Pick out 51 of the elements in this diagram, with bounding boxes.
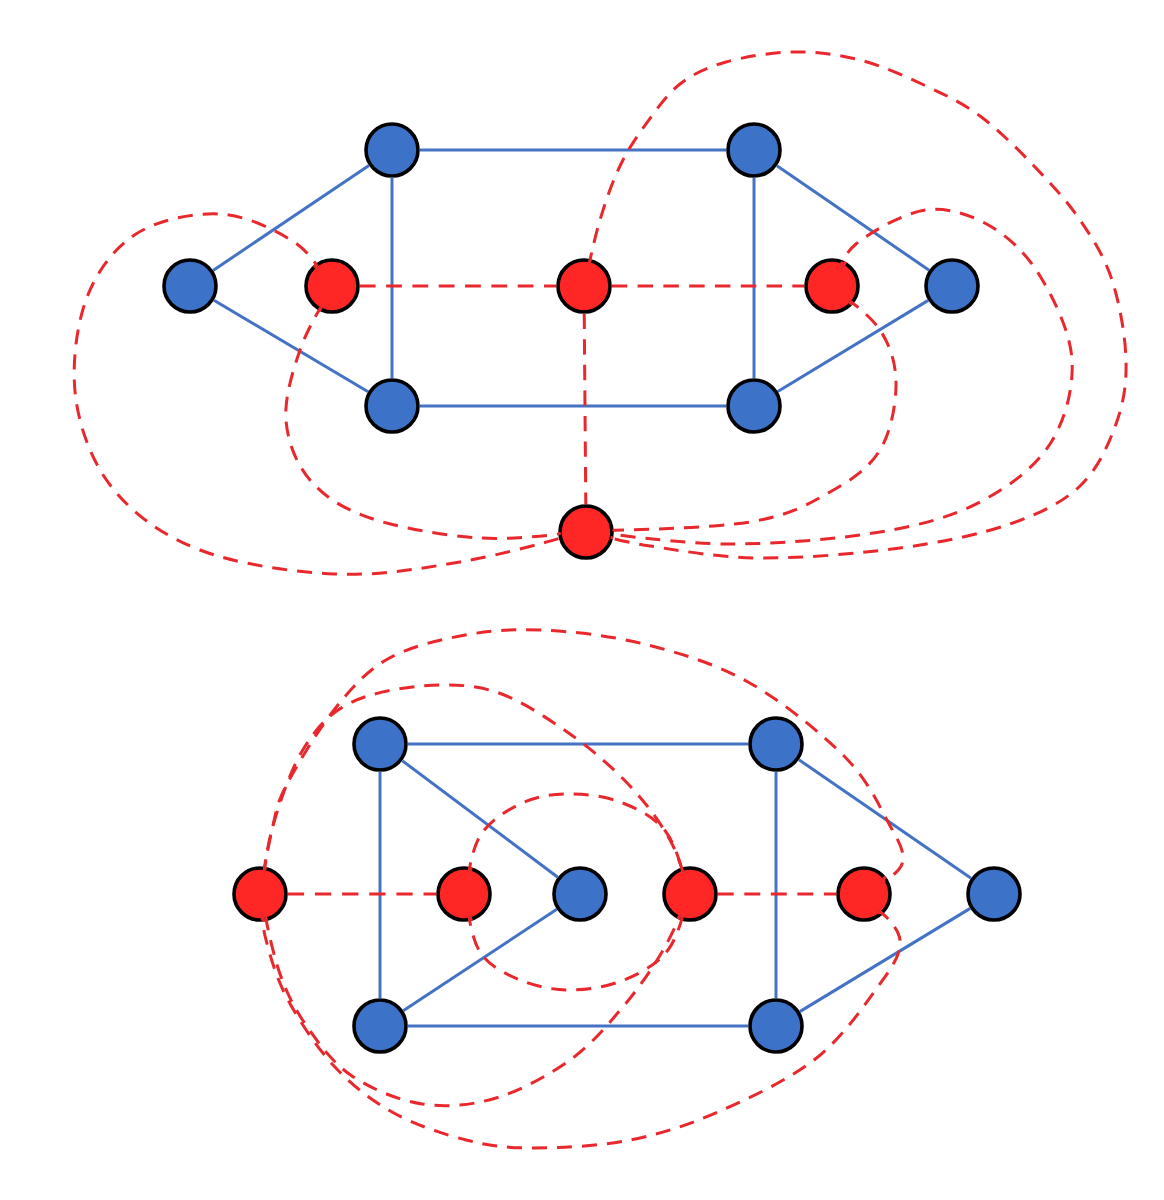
graph-edge <box>752 177 756 379</box>
graph-edge <box>213 298 369 394</box>
graph-edge <box>798 758 972 880</box>
dashed-edge <box>72 212 560 576</box>
dashed-edge <box>265 915 682 1108</box>
dashed-edge <box>582 313 588 505</box>
dashed-edge <box>717 892 837 896</box>
graph-edge <box>419 404 727 408</box>
dashed-edge <box>611 284 805 288</box>
vertex <box>352 716 408 772</box>
graph-edge <box>390 177 394 379</box>
vertex <box>748 716 804 772</box>
graph-edge <box>212 164 370 272</box>
dashed-edge <box>260 912 902 1150</box>
dashed-edge <box>613 300 898 532</box>
vertex <box>552 866 608 922</box>
dual-vertex <box>556 258 612 314</box>
graph-edge <box>777 299 929 393</box>
dashed-edge <box>263 683 685 874</box>
dashed-edge <box>263 628 905 883</box>
dual-vertex <box>836 866 892 922</box>
graph-edge <box>407 1024 749 1028</box>
graph-edge <box>401 759 559 879</box>
vertex <box>364 378 420 434</box>
vertex <box>726 378 782 434</box>
dashed-edge <box>359 284 557 288</box>
dual-vertex <box>436 866 492 922</box>
graph-edge <box>776 164 930 272</box>
dashed-edge <box>467 792 684 873</box>
vertex <box>966 866 1022 922</box>
dual-vertex <box>558 504 614 560</box>
vertex <box>162 258 218 314</box>
vertex <box>726 122 782 178</box>
dual-vertex <box>662 866 718 922</box>
dashed-edge <box>589 50 1128 560</box>
dual-vertex <box>804 258 860 314</box>
graph-edge <box>402 908 558 1012</box>
vertex <box>364 122 420 178</box>
dual-vertex <box>232 866 288 922</box>
vertex <box>924 258 980 314</box>
dual-vertex <box>304 258 360 314</box>
graph-edge <box>407 742 749 746</box>
vertex <box>748 998 804 1054</box>
vertex <box>352 998 408 1054</box>
dashed-edge <box>287 892 437 896</box>
graph-edge <box>378 771 382 999</box>
dashed-edge <box>467 915 684 992</box>
graph-edge <box>419 148 727 152</box>
graph-edge <box>799 907 971 1013</box>
dashed-edge <box>284 307 559 540</box>
graph-edge <box>774 771 778 999</box>
